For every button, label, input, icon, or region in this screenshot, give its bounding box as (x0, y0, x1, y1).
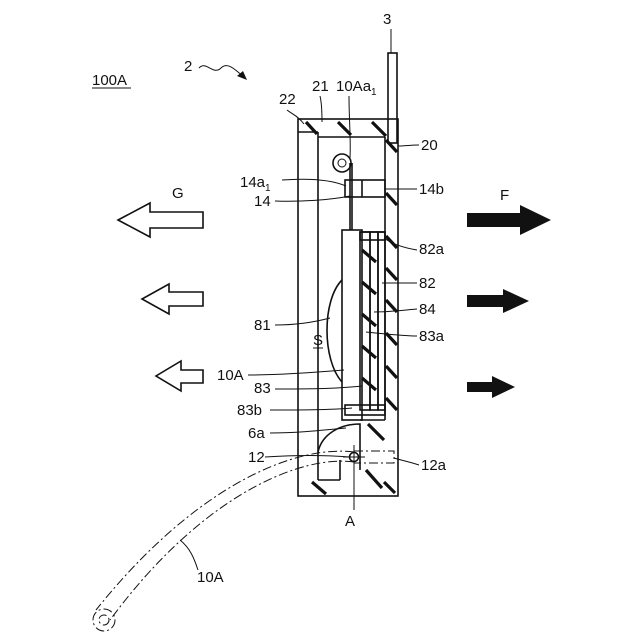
member-3 (388, 53, 397, 143)
ref-A-label: A (345, 513, 355, 530)
ref-10Aa1-label: 10Aa1 (336, 78, 377, 98)
ref-21-label: 21 (312, 78, 329, 95)
figure-id-label: 100A (92, 72, 127, 89)
ref-83b-label: 83b (237, 402, 262, 419)
rear-wall-hatching (386, 140, 397, 410)
ref-10Aa1-main: 10Aa (336, 78, 372, 95)
member-10A-top-curl-inner (338, 159, 346, 167)
arrow-G-label: G (172, 185, 184, 202)
ref-12a-label: 12a (421, 457, 447, 474)
ref-14a1-main: 14a (240, 174, 266, 191)
member-10A-swung-curl-inner (99, 615, 109, 625)
member-10A-top-curl (333, 154, 351, 172)
arrow-G-2 (142, 284, 203, 314)
ref-21-leader (320, 96, 322, 122)
space-S-label: S (313, 332, 323, 349)
ref-83-label: 83 (254, 380, 271, 397)
block-14 (345, 180, 385, 197)
layer-84-hatching (362, 250, 376, 390)
ref-14b-label: 14b (419, 181, 444, 198)
ref-10A-arc-leader (180, 540, 198, 570)
ref-2-leader (199, 66, 243, 76)
arrow-F-1 (467, 205, 551, 235)
ref-10A-mid-label: 10A (217, 367, 244, 384)
ref-2-label: 2 (184, 58, 192, 75)
member-10A-swung-curl (93, 609, 115, 631)
arrow-F-label: F (500, 187, 509, 204)
ref-22-leader (287, 110, 304, 124)
ref-10A-arc-label: 10A (197, 569, 224, 586)
arrow-F-3 (467, 376, 515, 398)
ref-82-label: 82 (419, 275, 436, 292)
arrow-F-2 (467, 289, 529, 313)
ref-81-label: 81 (254, 317, 271, 334)
arrow-G-3 (156, 361, 203, 391)
ref-82a-label: 82a (419, 241, 445, 258)
lens-81 (327, 280, 342, 382)
ref-81-leader (275, 318, 330, 325)
ref-6a-label: 6a (248, 425, 265, 442)
layer-82 (378, 232, 385, 410)
ref-12-label: 12 (248, 449, 265, 466)
ref-83a-label: 83a (419, 328, 445, 345)
ref-3-label: 3 (383, 11, 391, 28)
ref-10Aa1-sub: 1 (371, 87, 377, 98)
arrow-G-1 (118, 203, 203, 237)
member-10A-plate (342, 230, 362, 420)
ref-14-label: 14 (254, 193, 271, 210)
ref-22-label: 22 (279, 91, 296, 108)
ref-14-leader (275, 196, 350, 201)
ref-14a1-label: 14a1 (240, 174, 271, 194)
ref-14a1-leader (282, 179, 346, 186)
ref-12-leader (265, 456, 350, 458)
ref-10A-mid-leader (248, 370, 344, 375)
layer-82a-cap (360, 232, 385, 240)
ref-84-label: 84 (419, 301, 436, 318)
member-10A-swung-outer (96, 451, 354, 610)
ref-83a-leader (366, 332, 417, 336)
ref-83b-leader (270, 408, 352, 410)
ref-10Aa1-leader (349, 96, 350, 158)
ref-20-label: 20 (421, 137, 438, 154)
ref-20-leader (398, 145, 419, 146)
